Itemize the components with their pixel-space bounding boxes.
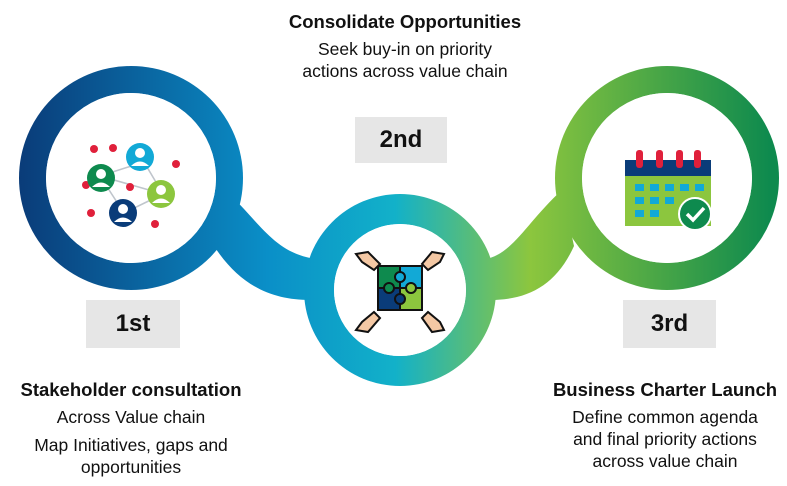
step-2-line: Seek buy-in on priority: [317, 38, 493, 59]
step-2-line: actions across value chain: [302, 61, 508, 82]
step-1-line: Across Value chain: [56, 406, 206, 427]
step-3-title: Business Charter Launch: [552, 379, 778, 400]
step-3-text: Business Charter Launch Define common ag…: [545, 378, 785, 473]
people-network-icon: [82, 143, 180, 228]
step-label-3rd: 3rd: [623, 300, 716, 348]
step-1-line: opportunities: [80, 457, 182, 478]
step-2-title: Consolidate Opportunities: [288, 11, 522, 32]
step-label-1st: 1st: [86, 300, 180, 348]
step-3-line: Define common agenda: [572, 406, 758, 427]
step-3-line: across value chain: [592, 451, 738, 472]
step-1-text: Stakeholder consultation Across Value ch…: [6, 378, 256, 479]
step-2-text: Consolidate Opportunities Seek buy-in on…: [265, 10, 545, 82]
step-3-line: and final priority actions: [573, 429, 757, 450]
step-1-line: Map Initiatives, gaps and: [34, 435, 228, 456]
step-label-2nd: 2nd: [355, 117, 447, 163]
calendar-check-icon: [625, 150, 712, 231]
step-1-title: Stakeholder consultation: [20, 379, 242, 400]
puzzle-hands-icon: [354, 250, 446, 334]
